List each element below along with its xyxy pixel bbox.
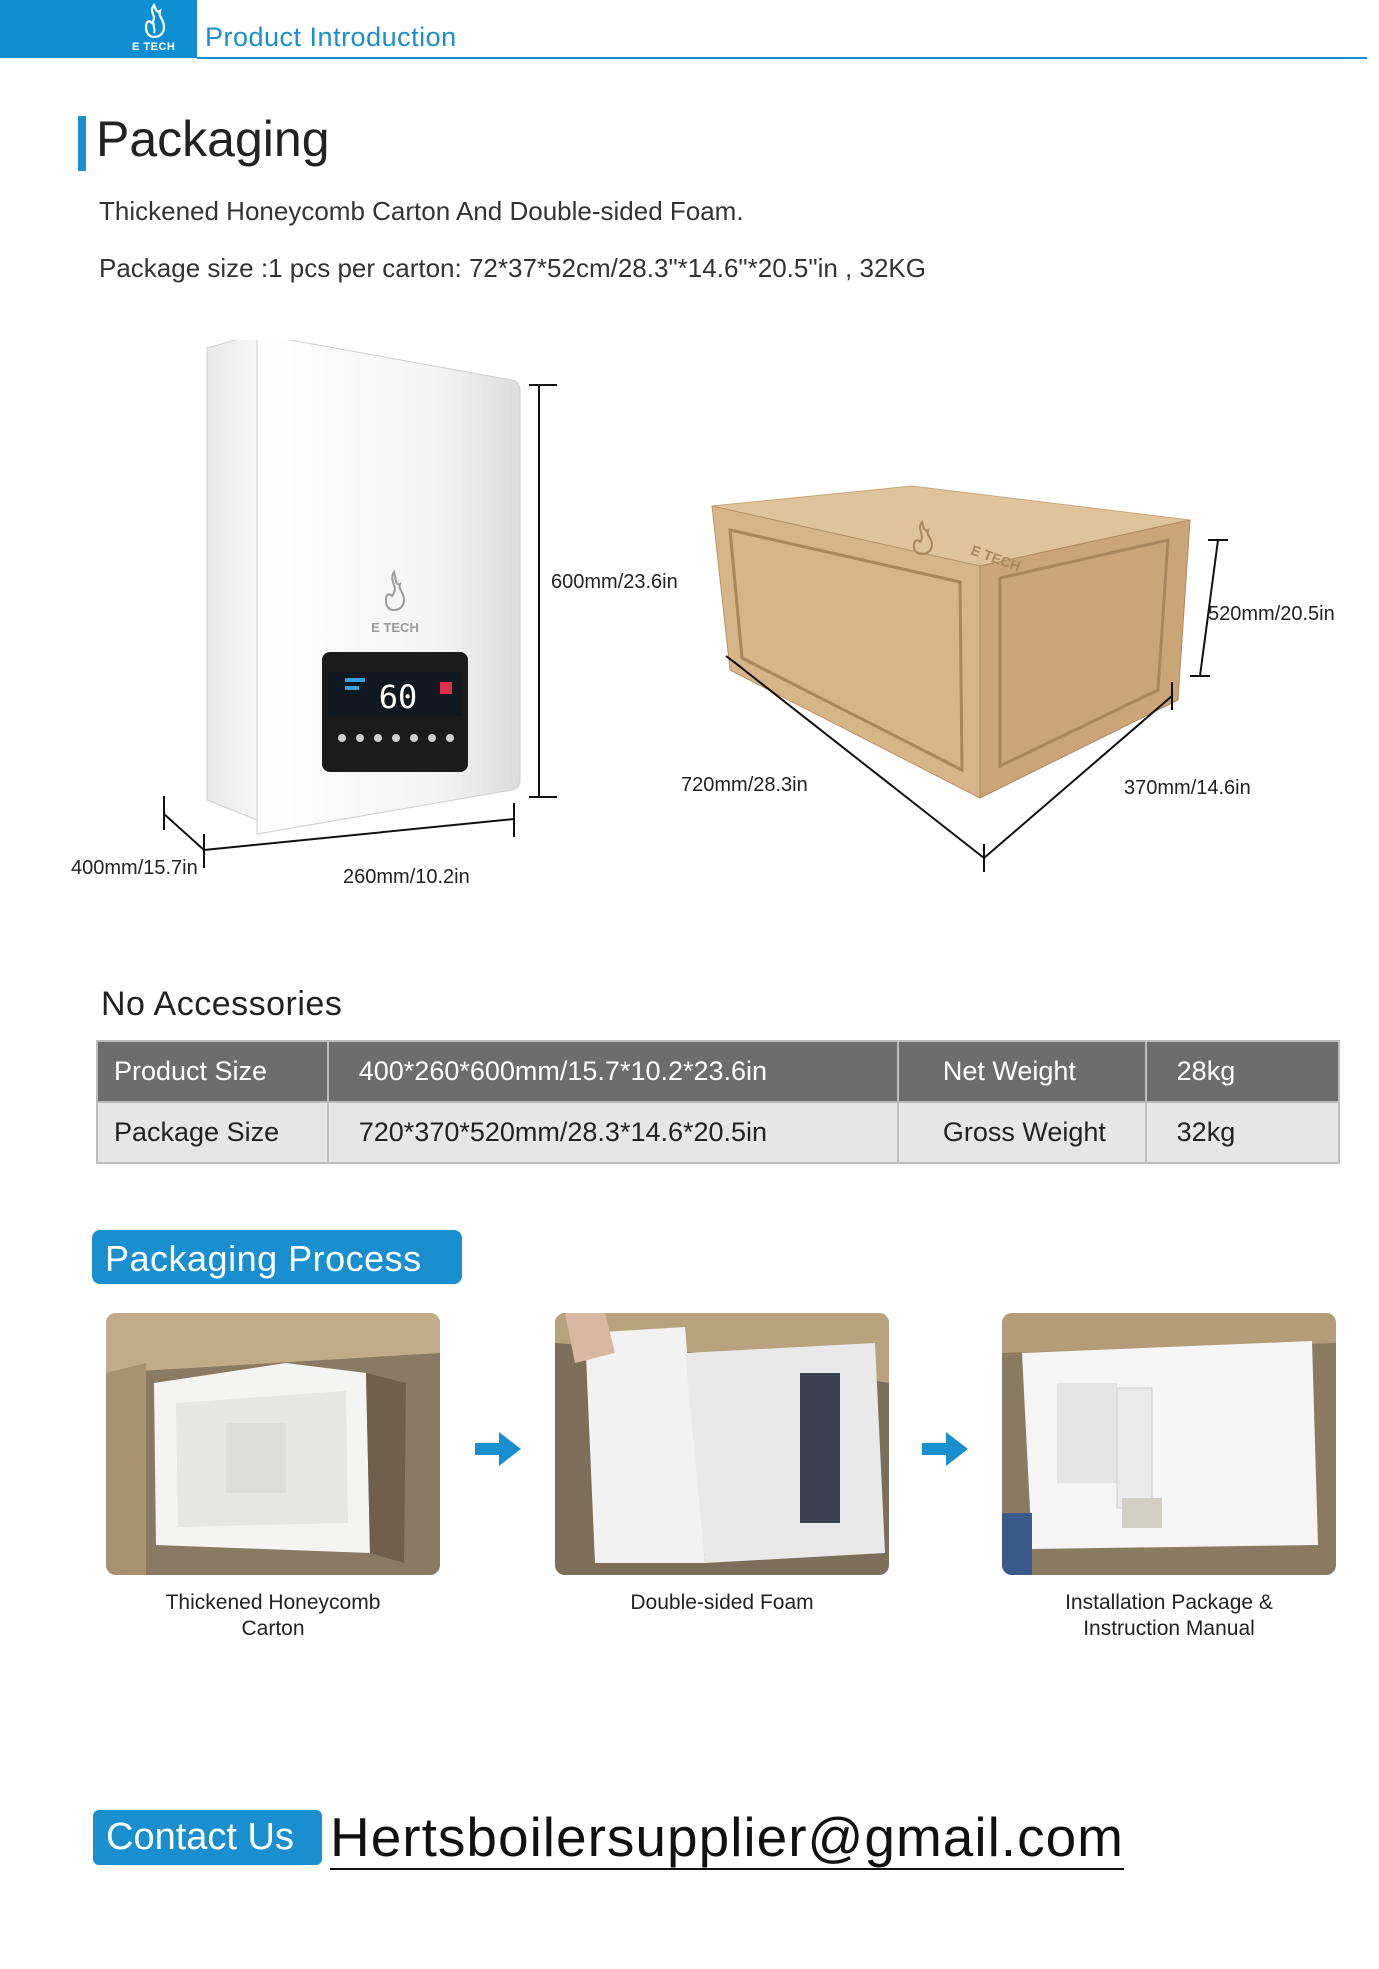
step-caption-foam: Double-sided Foam bbox=[630, 1591, 814, 1614]
boiler-logo-text: E TECH bbox=[371, 620, 419, 635]
boiler-height-label: 600mm/23.6in bbox=[551, 571, 678, 593]
carton-height-label: 520mm/20.5in bbox=[1208, 603, 1335, 625]
carton-width-label: 370mm/14.6in bbox=[1124, 777, 1251, 799]
carton-illustration: E TECH bbox=[711, 485, 1228, 872]
packaging-description: Thickened Honeycomb Carton And Double-si… bbox=[99, 196, 744, 226]
header-divider bbox=[197, 57, 1367, 59]
arrow-right-icon bbox=[475, 1432, 521, 1466]
weight-label: Net Weight bbox=[896, 1040, 1147, 1103]
step-caption-manual: Installation Package & Instruction Manua… bbox=[1065, 1591, 1273, 1640]
process-title: Packaging Process bbox=[92, 1230, 462, 1284]
display-value: 60 bbox=[379, 678, 418, 716]
step-caption-carton: Thickened Honeycomb Carton bbox=[165, 1591, 381, 1640]
boiler-width-label: 260mm/10.2in bbox=[343, 866, 470, 888]
boiler-depth-label: 400mm/15.7in bbox=[71, 857, 198, 879]
flame-logo-icon bbox=[144, 3, 166, 39]
contact-label: Contact Us bbox=[93, 1810, 322, 1865]
boiler-illustration: E TECH 60 bbox=[163, 340, 557, 868]
arrow-right-icon bbox=[922, 1432, 968, 1466]
header-title: Product Introduction bbox=[205, 22, 457, 52]
carton-length-label: 720mm/28.3in bbox=[681, 774, 808, 796]
weight-value: 32kg bbox=[1144, 1101, 1341, 1164]
packaging-title: Packaging bbox=[96, 111, 330, 167]
spec-value: 400*260*600mm/15.7*10.2*23.6in bbox=[326, 1040, 899, 1103]
spec-label: Package Size bbox=[96, 1101, 329, 1164]
weight-label: Gross Weight bbox=[896, 1101, 1147, 1164]
brand-name: E TECH bbox=[132, 41, 176, 53]
step-photo-carton bbox=[106, 1313, 440, 1575]
spec-table: Product Size 400*260*600mm/15.7*10.2*23.… bbox=[96, 1040, 1341, 1164]
step-photo-foam bbox=[555, 1313, 889, 1575]
spec-label: Product Size bbox=[96, 1040, 329, 1103]
table-row: Product Size 400*260*600mm/15.7*10.2*23.… bbox=[96, 1040, 1341, 1103]
accessories-title: No Accessories bbox=[101, 985, 343, 1023]
step-photo-manual bbox=[1002, 1313, 1336, 1575]
header-logo: E TECH bbox=[0, 0, 197, 58]
packaging-size: Package size :1 pcs per carton: 72*37*52… bbox=[99, 253, 926, 283]
contact-email-link[interactable]: Hertsboilersupplier@gmail.com bbox=[330, 1806, 1124, 1870]
section-accent-bar bbox=[78, 116, 86, 171]
weight-value: 28kg bbox=[1144, 1040, 1341, 1103]
table-row: Package Size 720*370*520mm/28.3*14.6*20.… bbox=[96, 1101, 1341, 1164]
spec-value: 720*370*520mm/28.3*14.6*20.5in bbox=[326, 1101, 899, 1164]
